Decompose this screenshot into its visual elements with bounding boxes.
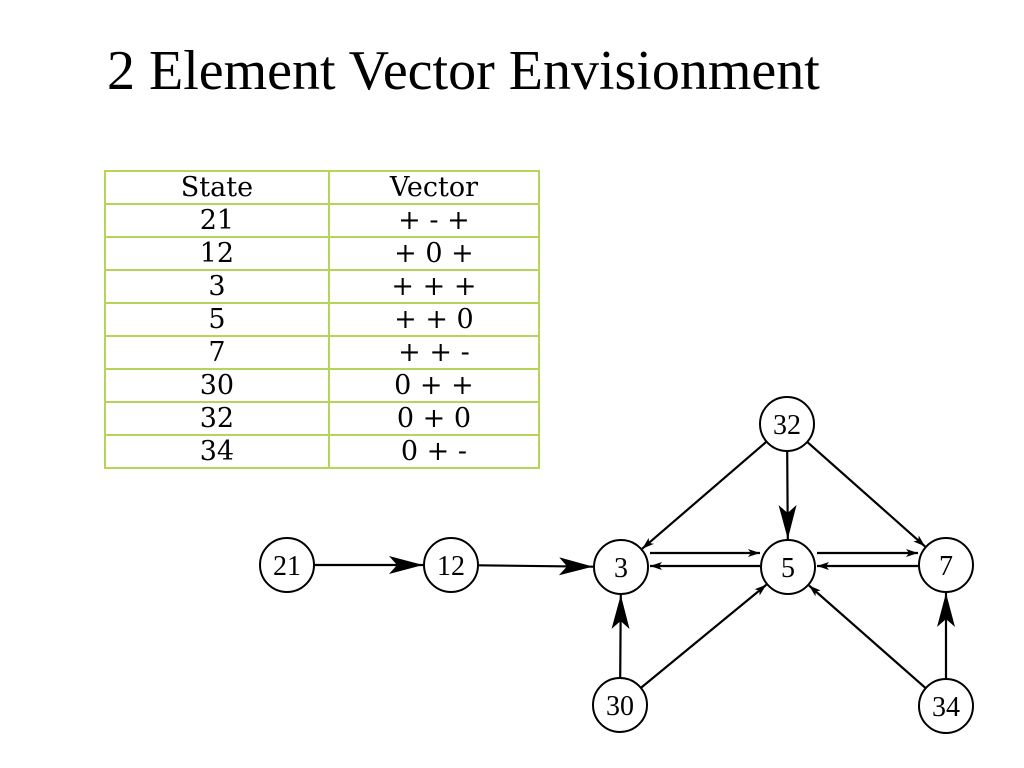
state-vector-table: State Vector 21 + - + 12 + 0 + 3 + + + 5…	[104, 170, 541, 469]
vector-cell: + 0 +	[327, 236, 541, 271]
state-node-3: 3	[593, 539, 649, 595]
vector-cell: 0 + +	[327, 368, 541, 403]
vector-cell: + - +	[327, 203, 541, 238]
vector-cell: + + +	[327, 269, 541, 304]
state-node-label: 12	[437, 551, 465, 582]
state-node-circle	[423, 537, 479, 593]
vector-cell: 0 + -	[327, 434, 541, 469]
table-header-row: State Vector	[104, 170, 541, 205]
table-row: 34 0 + -	[104, 434, 541, 469]
column-header-vector: Vector	[327, 170, 541, 205]
column-header-state: State	[104, 170, 330, 205]
vector-cell: + + 0	[327, 302, 541, 337]
table-row: 30 0 + +	[104, 368, 541, 403]
state-node-label: 32	[773, 410, 801, 441]
state-node-32: 32	[759, 396, 815, 452]
state-node-circle	[592, 677, 648, 733]
edge-32-to-5	[778, 450, 797, 540]
state-node-12: 12	[423, 537, 479, 593]
state-node-label: 3	[614, 553, 628, 584]
state-cell: 7	[104, 335, 330, 370]
state-cell: 34	[104, 434, 330, 469]
edge-30-to-3	[611, 594, 630, 679]
state-node-label: 34	[932, 692, 960, 723]
table-row: 32 0 + 0	[104, 401, 541, 436]
state-cell: 30	[104, 368, 330, 403]
state-node-label: 5	[781, 553, 795, 584]
state-cell: 3	[104, 269, 330, 304]
table-row: 5 + + 0	[104, 302, 541, 337]
state-cell: 21	[104, 203, 330, 238]
edge-layer	[314, 440, 955, 689]
state-cell: 5	[104, 302, 330, 337]
edge-32-to-3	[641, 440, 768, 550]
vector-cell: 0 + 0	[327, 401, 541, 436]
state-node-label: 30	[606, 691, 634, 722]
state-cell: 12	[104, 236, 330, 271]
state-node-7: 7	[918, 537, 974, 593]
state-node-circle	[918, 537, 974, 593]
table-row: 3 + + +	[104, 269, 541, 304]
table-row: 21 + - +	[104, 203, 541, 238]
state-node-circle	[259, 537, 315, 593]
state-node-30: 30	[592, 677, 648, 733]
edge-32-to-7	[806, 441, 926, 548]
state-node-circle	[593, 539, 649, 595]
state-node-label: 7	[939, 551, 953, 582]
vector-cell: + + -	[327, 335, 541, 370]
state-cell: 32	[104, 401, 330, 436]
state-node-label: 21	[273, 551, 301, 582]
state-node-21: 21	[259, 537, 315, 593]
state-node-34: 34	[918, 678, 974, 734]
state-node-5: 5	[760, 539, 816, 595]
table-row: 12 + 0 +	[104, 236, 541, 271]
edge-34-to-5	[808, 584, 927, 689]
state-node-circle	[759, 396, 815, 452]
state-node-circle	[760, 539, 816, 595]
edge-30-to-5	[640, 583, 768, 689]
table-row: 7 + + -	[104, 335, 541, 370]
edge-12-to-3	[477, 557, 594, 576]
slide-title: 2 Element Vector Envisionment	[107, 40, 820, 102]
state-node-circle	[918, 678, 974, 734]
